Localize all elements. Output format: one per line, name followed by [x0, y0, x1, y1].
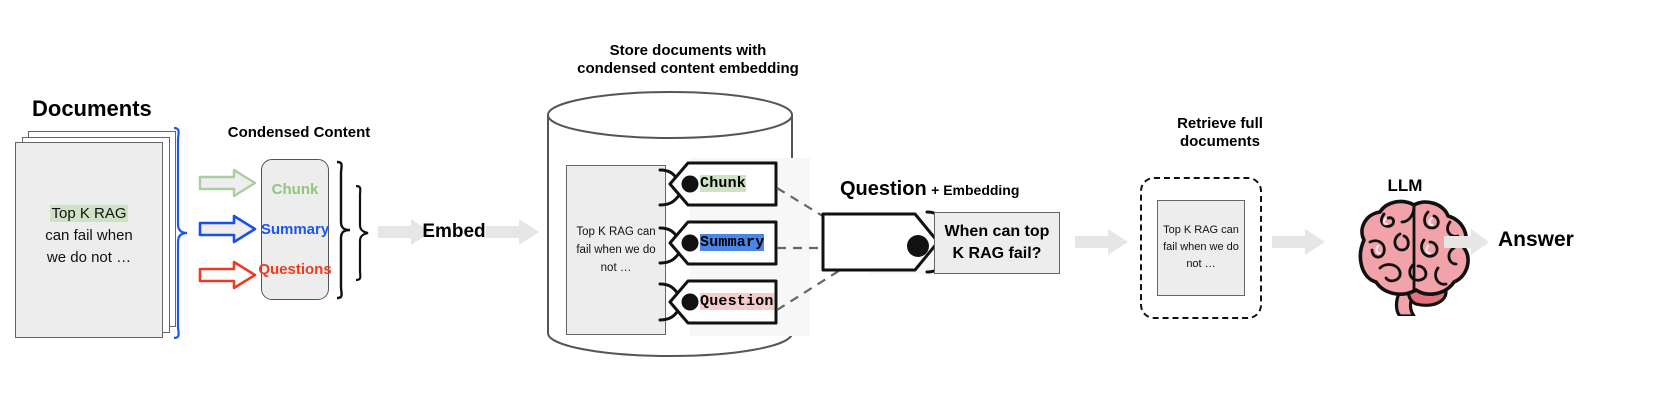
retrieved-document[interactable]	[1157, 200, 1245, 296]
question-embedding-title: Question + Embedding	[840, 178, 1060, 201]
retrieve-arrow	[1075, 229, 1128, 255]
tag-chunk-text: Chunk	[700, 175, 747, 192]
query-tag-shape[interactable]	[820, 210, 942, 274]
condensed-content-title: Condensed Content	[227, 124, 371, 141]
summary-arrow	[198, 214, 257, 244]
retrieve-title: Retrieve full documents	[1120, 115, 1320, 152]
condensed-item-chunk: Chunk	[271, 181, 319, 199]
store-title: Store documents with condensed content e…	[560, 42, 816, 79]
stored-document-line-2: fail when we do	[576, 243, 656, 256]
document-sheet-front[interactable]	[15, 142, 163, 338]
store-title-line-1: Store documents with	[609, 42, 767, 59]
retrieved-documents-group	[1140, 177, 1262, 319]
question-title-sub: + Embedding	[931, 182, 1020, 198]
retrieve-title-line-1: Retrieve full	[1177, 115, 1263, 132]
question-arrow	[198, 260, 257, 290]
retrieve-title-line-2: documents	[1179, 133, 1260, 151]
stored-document-text: Top K RAG can fail when we do not …	[566, 224, 666, 277]
condensed-item-questions: Questions	[258, 260, 332, 278]
retrieved-document-line-2: fail when we do	[1163, 241, 1239, 254]
query-line-2: K RAG fail?	[952, 245, 1042, 262]
condensed-content-brace	[336, 160, 351, 300]
chunk-arrow	[198, 168, 257, 198]
stored-document-line-1: Top K RAG can	[576, 226, 656, 238]
embed-label: Embed	[422, 221, 486, 242]
answer-arrow	[1444, 229, 1489, 255]
stored-document[interactable]	[566, 165, 666, 335]
llm-input-arrow	[1272, 229, 1325, 255]
document-body-text: Top K RAG can fail when we do not …	[15, 203, 163, 268]
embed-arrow-left	[378, 219, 431, 245]
question-title-main: Question	[840, 178, 927, 200]
retrieved-document-line-3: not …	[1186, 258, 1216, 271]
tag-chunk-label: Chunk	[700, 175, 747, 192]
brain-icon	[1358, 199, 1470, 316]
query-line-1: When can top	[944, 223, 1050, 241]
llm-title: LLM	[1387, 176, 1423, 195]
retrieved-document-line-1: Top K RAG can	[1163, 224, 1239, 236]
retrieved-document-text: Top K RAG can fail when we do not …	[1155, 222, 1247, 273]
document-line-3: we do not …	[46, 248, 132, 266]
condensed-item-summary: Summary	[260, 220, 330, 238]
document-highlight: Top K RAG	[50, 205, 128, 222]
documents-title: Documents	[32, 96, 152, 121]
stored-document-line-3: not …	[600, 261, 632, 274]
documents-brace	[173, 126, 188, 340]
document-line-2: can fail when	[45, 226, 133, 244]
condensed-content-box[interactable]: Chunk Summary Questions	[258, 159, 332, 300]
tag-question-text: Question	[700, 293, 774, 310]
embed-arrow-right	[486, 219, 539, 245]
tag-summary-text: Summary	[700, 234, 765, 251]
query-box[interactable]: When can top K RAG fail?	[934, 212, 1060, 274]
embed-input-brace	[355, 185, 369, 281]
tag-summary-label: Summary	[700, 234, 765, 251]
answer-label: Answer	[1498, 228, 1574, 251]
tag-question-label: Question	[700, 293, 774, 310]
store-title-line-2: condensed content embedding	[577, 60, 799, 78]
